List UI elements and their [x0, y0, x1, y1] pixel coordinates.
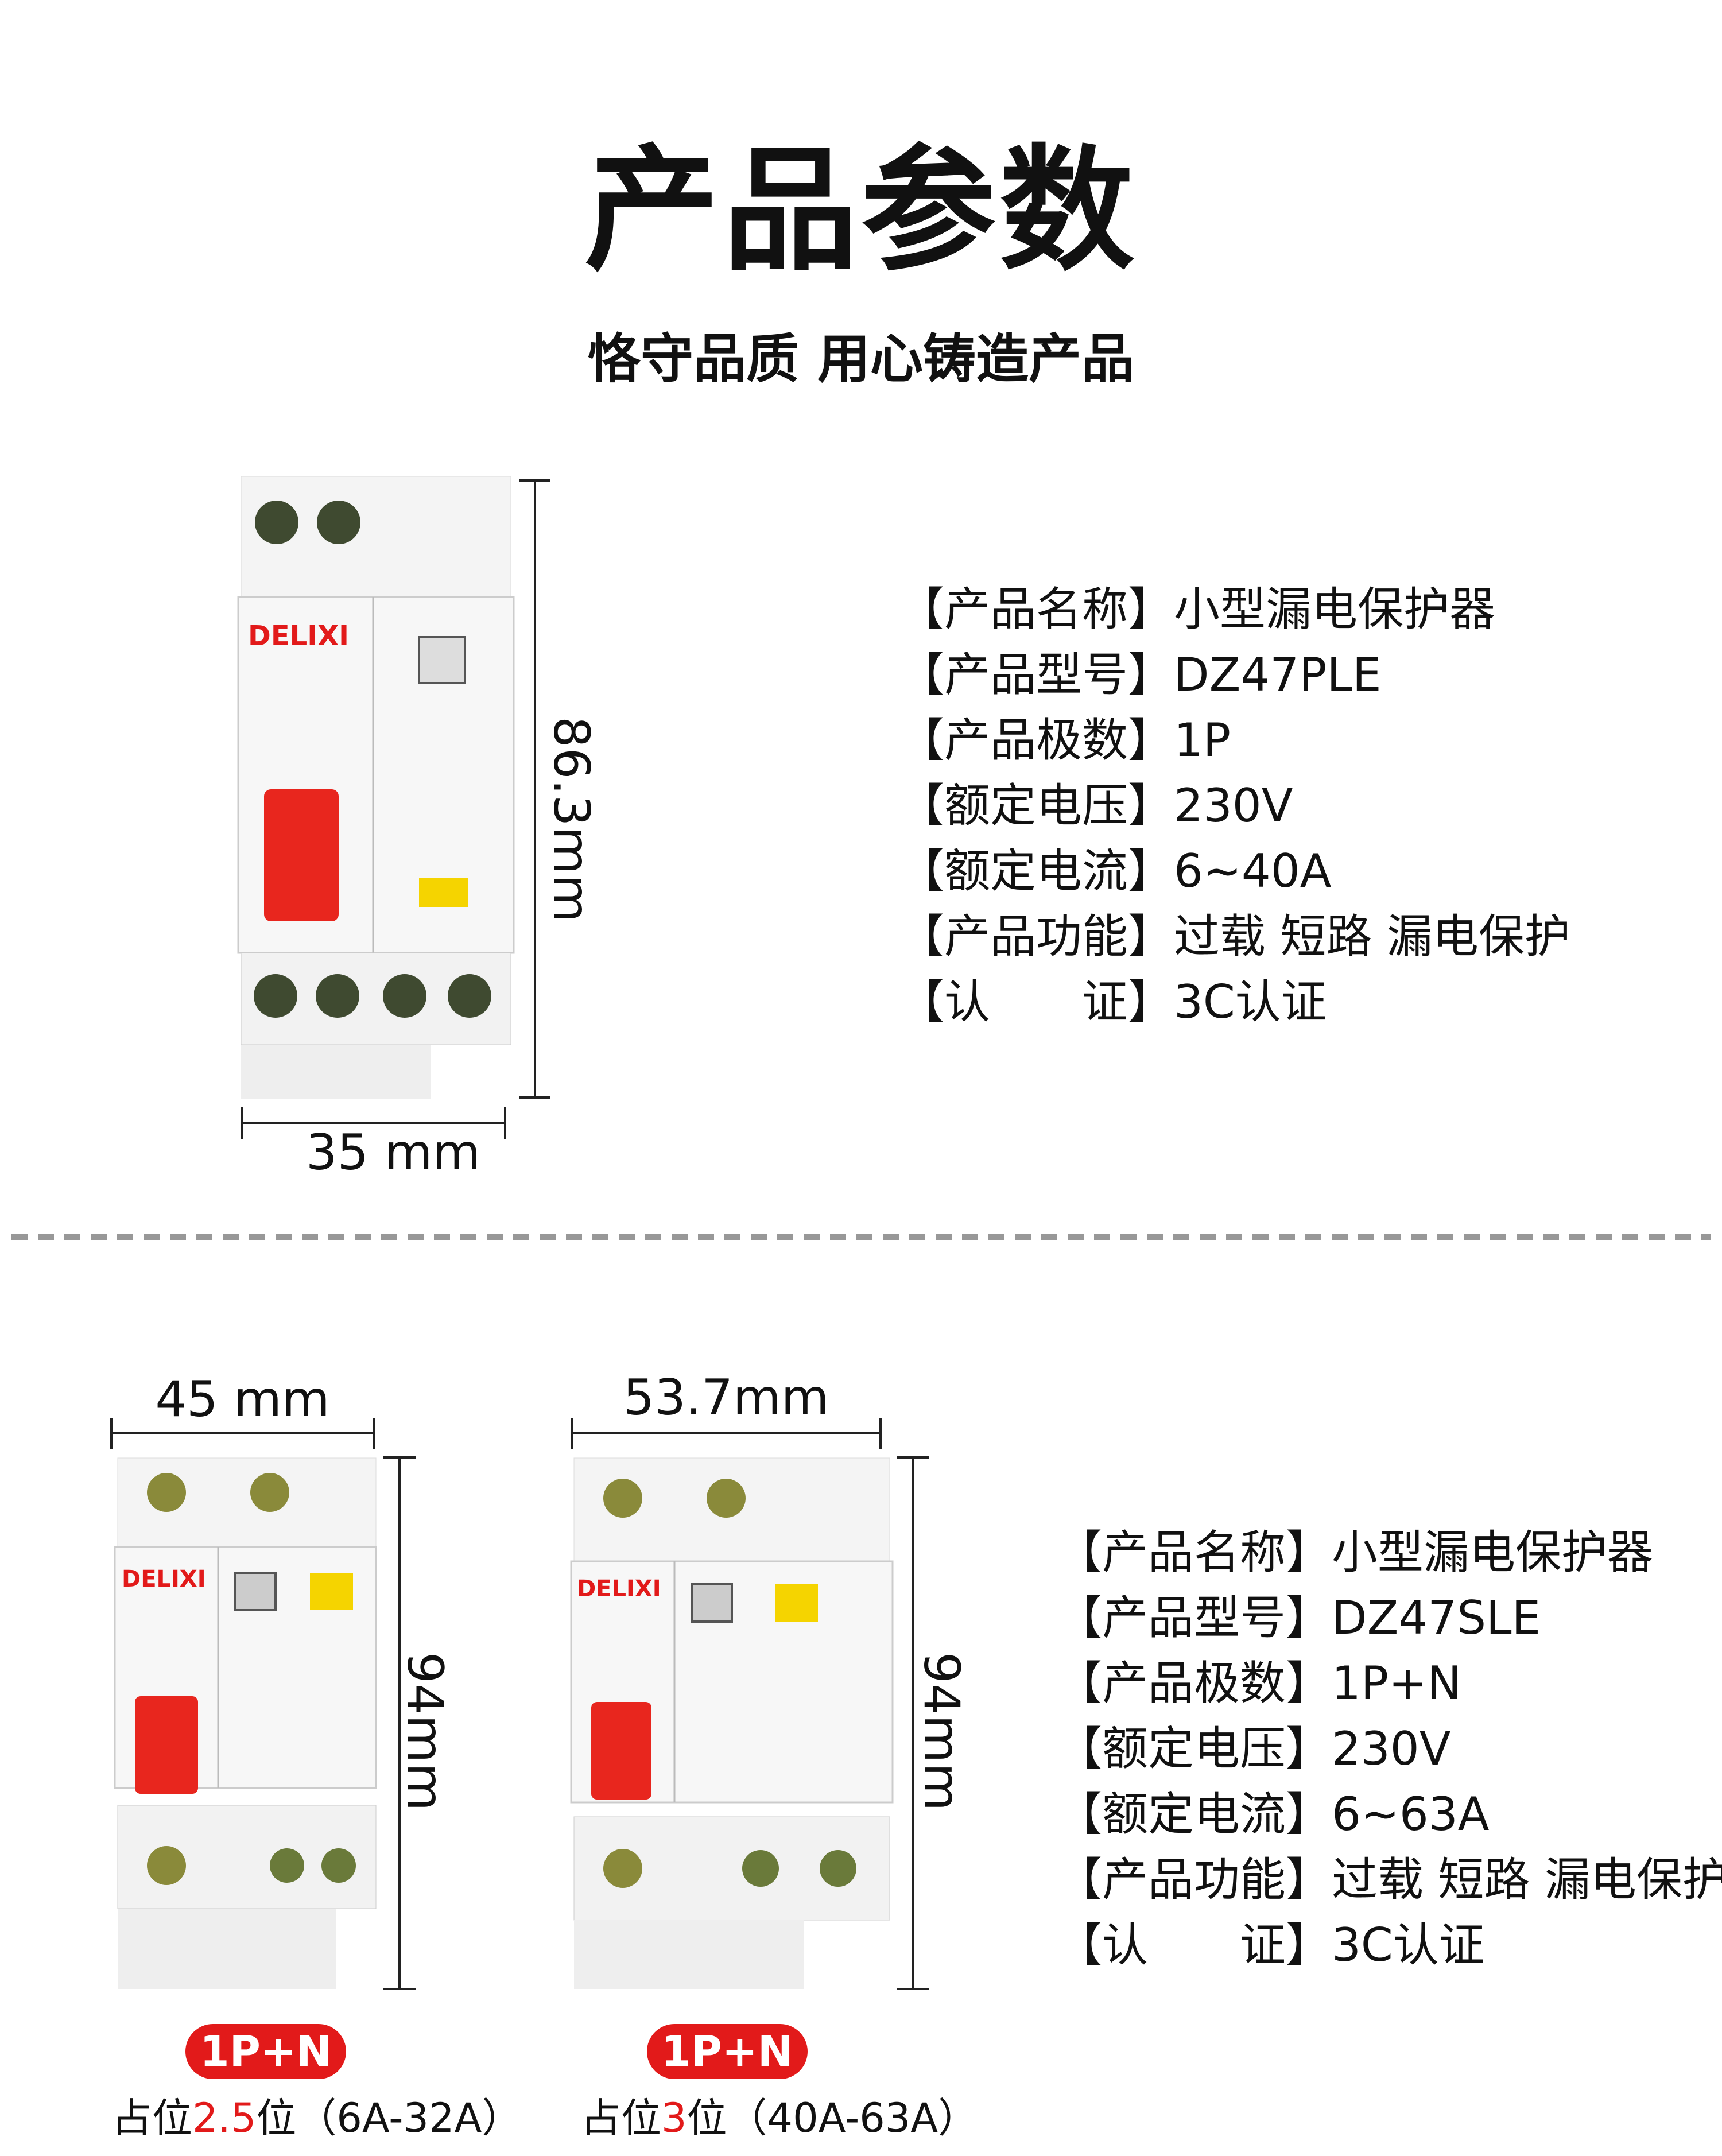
spec-row: 【额定电流】6~63A: [1056, 1782, 1722, 1847]
spec-row: 【额定电压】230V: [1056, 1716, 1722, 1782]
spec-row: 【产品功能】过载 短路 漏电保护: [1056, 1847, 1722, 1913]
caption-highlight: 2.5: [192, 2095, 257, 2142]
height-label: 94mm: [913, 1652, 970, 1811]
dimension-tick: [241, 1107, 243, 1139]
spec-label: 【额定电压】: [898, 779, 1174, 832]
caption-text: 占位: [581, 2095, 661, 2142]
spec-label: 【产品名称】: [1056, 1526, 1332, 1579]
brand-logo: DELIXI: [248, 620, 349, 652]
page-subtitle: 恪守品质 用心铸造产品: [587, 328, 1135, 390]
spec-label: 【产品极数】: [898, 714, 1174, 767]
spec-row: 【产品极数】1P+N: [1056, 1651, 1722, 1716]
spec-label: 【产品功能】: [1056, 1853, 1332, 1906]
pole-badge: 1P+N: [185, 2024, 346, 2079]
width-label: 45 mm: [155, 1371, 330, 1428]
width-dimension-line: [571, 1432, 882, 1434]
dimension-tick: [373, 1418, 375, 1449]
dimension-tick: [383, 1988, 416, 1990]
spec-list-dz47ple: 【产品名称】小型漏电保护器 【产品型号】DZ47PLE 【产品极数】1P 【额定…: [898, 577, 1570, 1035]
spec-label: 【产品极数】: [1056, 1657, 1332, 1710]
spec-value: 3C认证: [1332, 1918, 1485, 1972]
spec-value: 过载 短路 漏电保护: [1332, 1853, 1722, 1906]
caption-text: 位（40A-63A）: [687, 2095, 979, 2142]
dimension-tick: [571, 1418, 573, 1449]
dimension-tick: [879, 1418, 882, 1449]
dimension-tick: [383, 1456, 416, 1459]
dimension-tick: [897, 1988, 929, 1990]
spec-value: 1P: [1174, 714, 1231, 767]
spec-value: 小型漏电保护器: [1174, 583, 1495, 636]
spec-row: 【产品极数】1P: [898, 708, 1570, 773]
spec-value: 230V: [1174, 779, 1293, 832]
pole-badge: 1P+N: [647, 2024, 808, 2079]
width-label: 35 mm: [305, 1124, 481, 1181]
spec-value: 6~40A: [1174, 844, 1332, 898]
spec-row: 【产品名称】小型漏电保护器: [1056, 1520, 1722, 1585]
module-width-caption: 占位2.5位（6A-32A）: [112, 2098, 522, 2138]
breaker-image-2-5-module: [114, 1457, 377, 1989]
height-dimension-line: [398, 1456, 401, 1990]
page-title: 产品参数: [584, 133, 1138, 289]
spec-value: 230V: [1332, 1722, 1451, 1775]
brand-logo: DELIXI: [577, 1576, 661, 1602]
spec-row: 【产品型号】DZ47SLE: [1056, 1585, 1722, 1651]
brand-logo: DELIXI: [122, 1566, 206, 1592]
spec-label: 【产品型号】: [1056, 1591, 1332, 1645]
spec-label: 【额定电压】: [1056, 1722, 1332, 1775]
module-width-caption: 占位3位（40A-63A）: [581, 2098, 978, 2138]
section-divider: [11, 1234, 1711, 1240]
spec-value: 小型漏电保护器: [1332, 1526, 1653, 1579]
spec-value: DZ47SLE: [1332, 1591, 1541, 1645]
breaker-image-3-module: [570, 1457, 894, 1989]
dimension-tick: [110, 1418, 113, 1449]
spec-label: 【产品功能】: [898, 910, 1174, 963]
spec-row: 【认 证】3C认证: [898, 970, 1570, 1035]
spec-value: 6~63A: [1332, 1787, 1490, 1841]
spec-value: 1P+N: [1332, 1657, 1462, 1710]
height-dimension-line: [534, 479, 536, 1098]
height-label: 86.3mm: [542, 716, 600, 923]
spec-row: 【产品名称】小型漏电保护器: [898, 577, 1570, 642]
caption-highlight: 3: [661, 2095, 687, 2142]
height-dimension-line: [912, 1456, 914, 1990]
width-dimension-line: [241, 1122, 506, 1124]
width-label: 53.7mm: [623, 1369, 829, 1426]
caption-text: 位（6A-32A）: [256, 2095, 522, 2142]
dimension-tick: [519, 1096, 550, 1099]
height-label: 94mm: [396, 1652, 453, 1811]
caption-text: 占位: [112, 2095, 192, 2142]
spec-value: 3C认证: [1174, 975, 1327, 1029]
spec-value: 过载 短路 漏电保护: [1174, 910, 1570, 963]
spec-label: 【额定电流】: [898, 844, 1174, 898]
dimension-tick: [504, 1107, 506, 1139]
spec-row: 【认 证】3C认证: [1056, 1913, 1722, 1978]
dimension-tick: [897, 1456, 929, 1459]
spec-label: 【认 证】: [898, 975, 1174, 1029]
spec-row: 【额定电流】6~40A: [898, 839, 1570, 904]
spec-list-dz47sle: 【产品名称】小型漏电保护器 【产品型号】DZ47SLE 【产品极数】1P+N 【…: [1056, 1520, 1722, 1978]
spec-row: 【额定电压】230V: [898, 773, 1570, 839]
spec-label: 【认 证】: [1056, 1918, 1332, 1972]
spec-label: 【产品型号】: [898, 648, 1174, 701]
spec-label: 【产品名称】: [898, 583, 1174, 636]
width-dimension-line: [110, 1432, 375, 1434]
spec-row: 【产品型号】DZ47PLE: [898, 642, 1570, 708]
spec-row: 【产品功能】过载 短路 漏电保护: [898, 904, 1570, 970]
dimension-tick: [519, 479, 550, 482]
spec-label: 【额定电流】: [1056, 1787, 1332, 1841]
breaker-image-dz47ple: [237, 476, 515, 1099]
spec-value: DZ47PLE: [1174, 648, 1382, 701]
